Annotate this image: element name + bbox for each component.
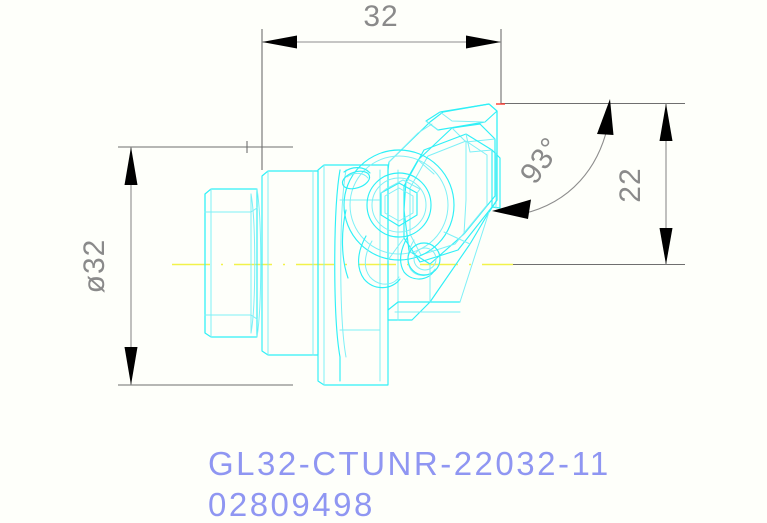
upper-boss-detail bbox=[341, 167, 371, 190]
mounting-flange bbox=[317, 164, 389, 386]
insert-side-face bbox=[488, 103, 501, 213]
dimension-label-angle: 93° bbox=[514, 131, 569, 190]
lower-boss-details bbox=[341, 209, 441, 289]
dimension-label-diameter: ø32 bbox=[78, 239, 111, 294]
hex-socket-icon bbox=[380, 179, 421, 227]
dimension-label-height: 22 bbox=[614, 167, 647, 202]
clamp-screw-assembly bbox=[343, 149, 455, 261]
shank-body bbox=[261, 170, 319, 356]
dimension-label-length: 32 bbox=[363, 0, 398, 33]
dimension-diameter-32: ø32 bbox=[78, 141, 293, 386]
insert-seat bbox=[403, 123, 496, 265]
dimension-angle-93: 93° bbox=[492, 99, 614, 219]
head-facet-lines bbox=[387, 211, 490, 303]
dimension-length-32: 32 bbox=[261, 0, 502, 170]
dimension-height-22: 22 bbox=[501, 102, 685, 266]
shank-thread-section bbox=[204, 188, 262, 338]
